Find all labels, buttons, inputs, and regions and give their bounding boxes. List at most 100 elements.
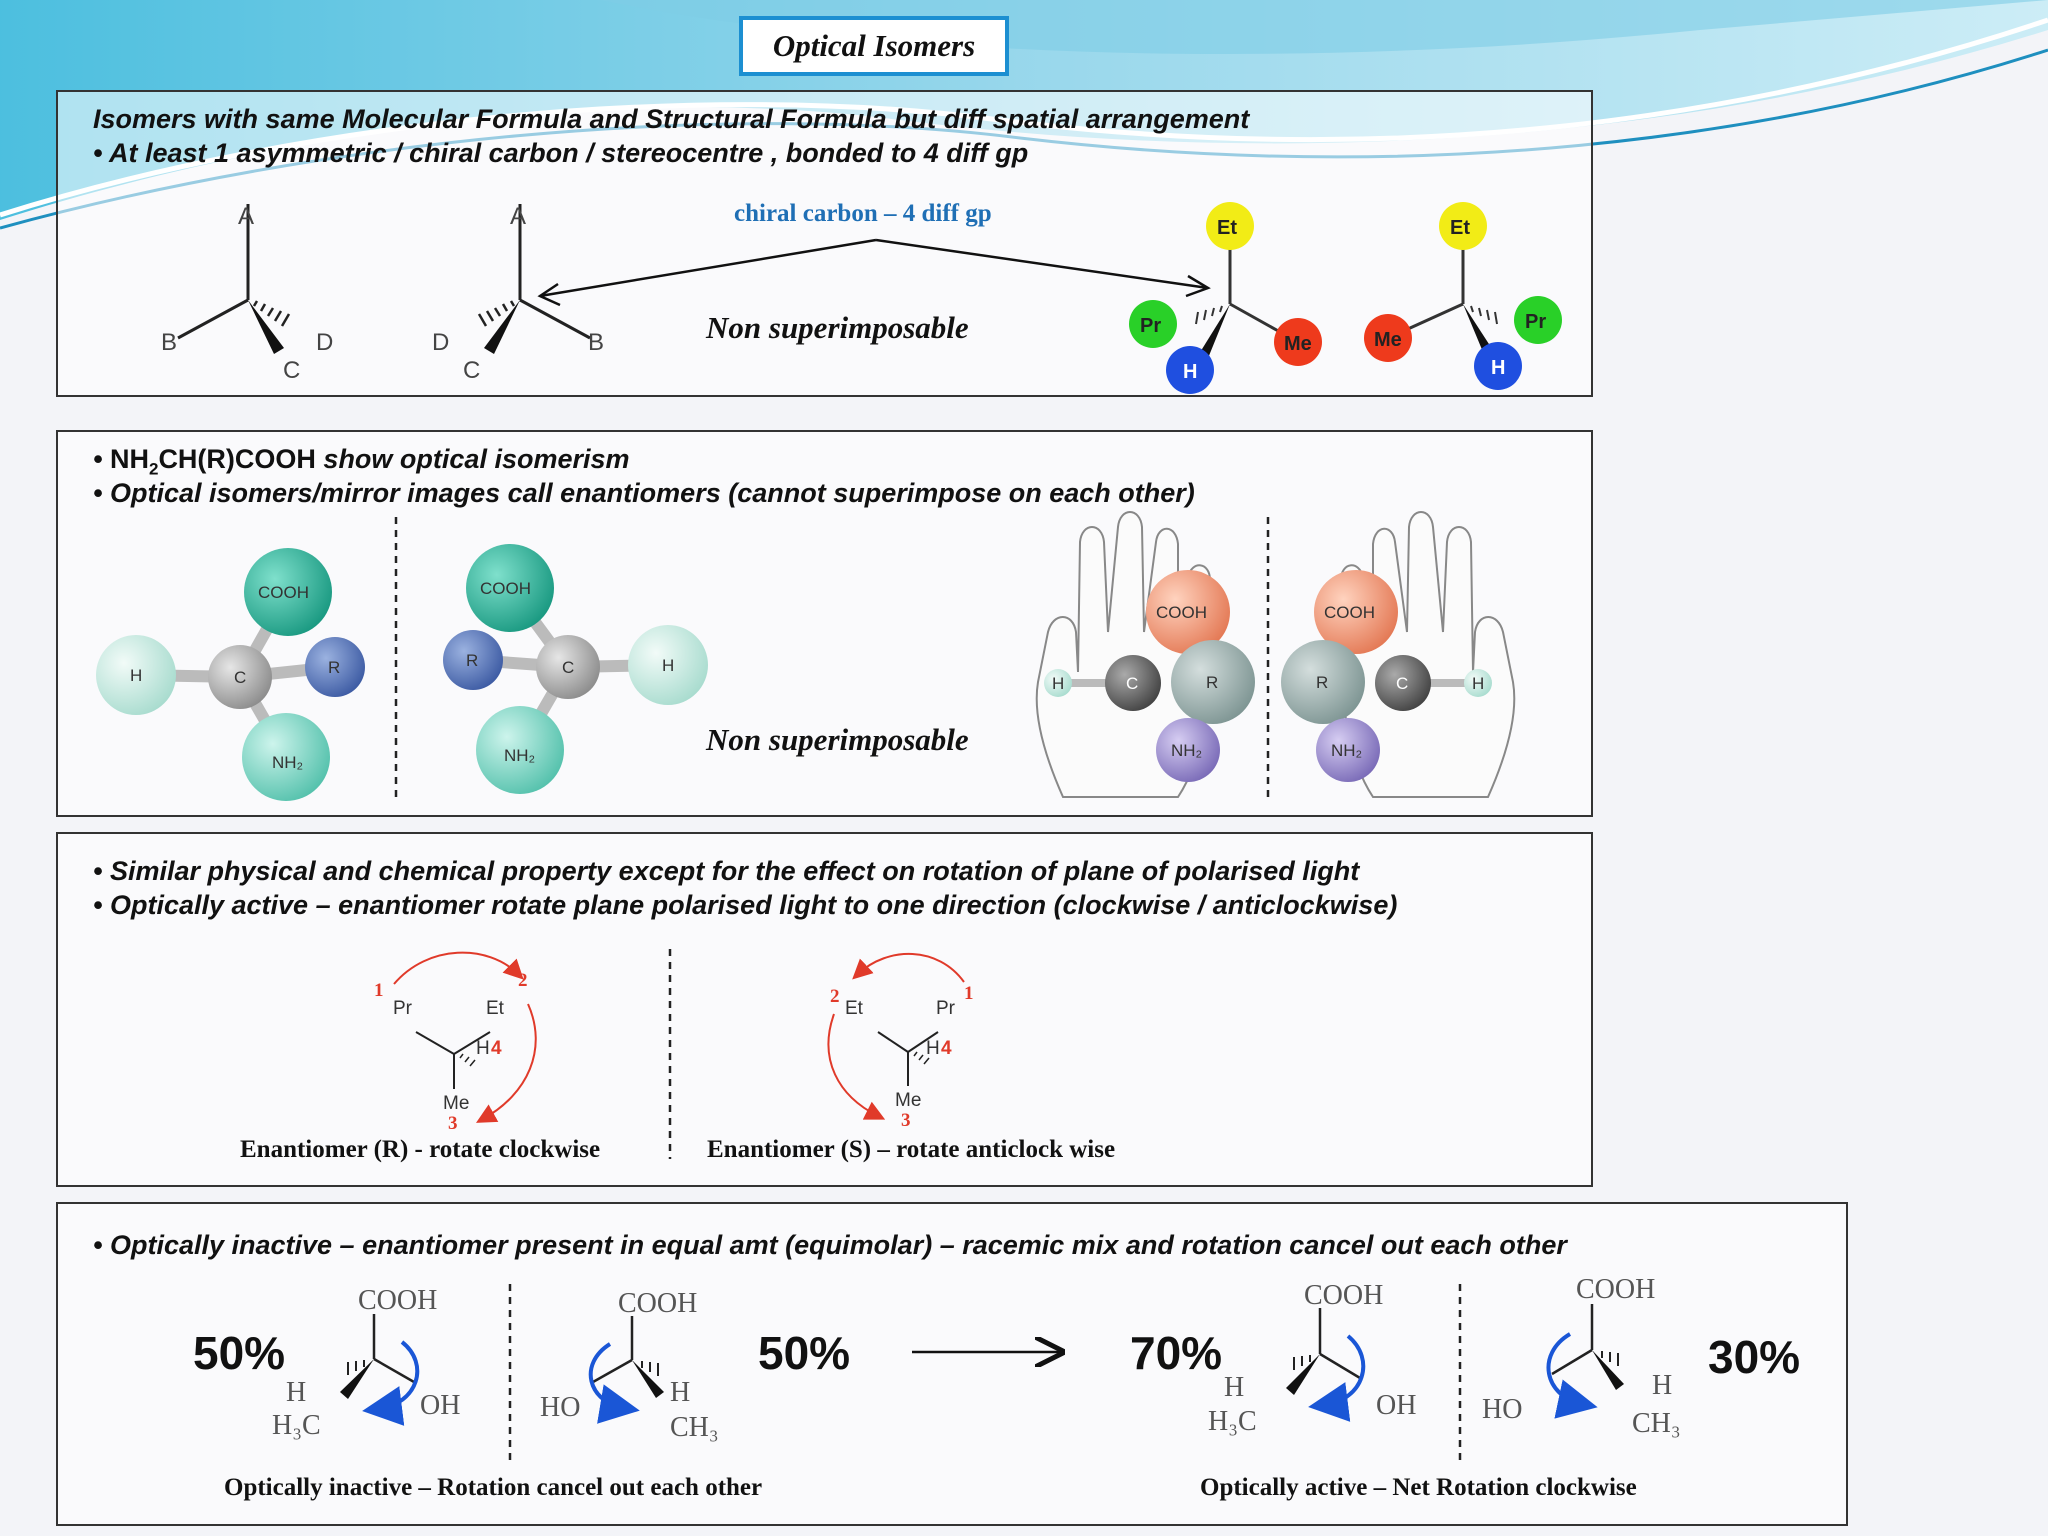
svg-text:COOH: COOH <box>1324 603 1375 622</box>
chiral-carbon-label: chiral carbon – 4 diff gp <box>734 200 992 227</box>
svg-text:R: R <box>1206 673 1218 692</box>
panel2-line2-text: Optical isomers/mirror images call enant… <box>109 478 1195 508</box>
svg-text:B: B <box>161 329 177 356</box>
svg-text:B: B <box>588 329 604 356</box>
svg-text:Et: Et <box>486 998 505 1019</box>
ball-stick-model-1: Et Pr Me H <box>1129 202 1322 394</box>
lactic-acid-structure-1: COOH H H₃C OH <box>272 1285 460 1441</box>
svg-text:NH₂: NH₂ <box>1171 741 1202 760</box>
svg-text:Me: Me <box>1284 333 1312 355</box>
svg-text:H: H <box>1183 361 1197 383</box>
panel4-line1-text: Optically inactive – enantiomer present … <box>109 1230 1567 1260</box>
svg-text:D: D <box>316 329 333 356</box>
svg-text:4: 4 <box>491 1038 502 1059</box>
amino-acid-model-left: COOH H R C NH₂ <box>96 548 365 801</box>
panel2-line1-rest: show optical isomerism <box>315 444 630 474</box>
svg-text:COOH: COOH <box>618 1288 697 1319</box>
svg-text:H: H <box>130 666 142 685</box>
svg-text:Et: Et <box>845 998 864 1019</box>
panel3-line1: • Similar physical and chemical property… <box>93 856 1360 886</box>
panel3-drawing: Pr Et H 4 Me 1 2 3 Et Pr H 4 Me 2 1 3 <box>374 949 974 1159</box>
svg-text:1: 1 <box>374 980 384 1001</box>
label-a: A <box>238 203 254 230</box>
svg-text:C: C <box>1126 674 1138 693</box>
svg-text:4: 4 <box>941 1038 952 1059</box>
svg-text:OH: OH <box>1376 1390 1416 1421</box>
panel1-line1: Isomers with same Molecular Formula and … <box>93 104 1250 134</box>
wedge-structure-right: A B C D <box>432 203 604 384</box>
percent-2: 50% <box>758 1327 851 1379</box>
svg-text:NH₂: NH₂ <box>504 746 535 765</box>
svg-text:2: 2 <box>830 986 840 1007</box>
hand-model-left: COOH H C R NH₂ <box>1035 511 1255 798</box>
svg-text:C: C <box>234 668 246 687</box>
panel1-line2: • At least 1 asymmetric / chiral carbon … <box>93 138 1029 168</box>
svg-text:Pr: Pr <box>1140 315 1161 337</box>
panel4-drawing: COOH H H₃C OH COOH HO H CH₃ COOH H H₃C <box>272 1274 1681 1466</box>
svg-text:3: 3 <box>901 1110 911 1131</box>
panel2-line2: • Optical isomers/mirror images call ena… <box>93 478 1195 508</box>
svg-text:COOH: COOH <box>1304 1280 1383 1311</box>
svg-text:H₃C: H₃C <box>272 1410 321 1441</box>
svg-text:Me: Me <box>1374 329 1402 351</box>
svg-text:R: R <box>328 658 340 677</box>
enantiomer-r-structure: Pr Et H 4 Me 1 2 3 <box>374 951 537 1134</box>
panel3-line2-text: Optically active – enantiomer rotate pla… <box>109 890 1398 920</box>
panel-racemic-mixture: • Optically inactive – enantiomer presen… <box>56 1202 1848 1526</box>
svg-text:H₃C: H₃C <box>1208 1406 1257 1437</box>
caption-racemic: Optically inactive – Rotation cancel out… <box>224 1474 763 1501</box>
svg-text:COOH: COOH <box>258 583 309 602</box>
svg-text:C: C <box>283 357 300 384</box>
svg-text:H: H <box>926 1038 940 1059</box>
svg-text:COOH: COOH <box>358 1285 437 1316</box>
panel-amino-acid-enantiomers: • NH2CH(R)COOH show optical isomerism • … <box>56 430 1593 817</box>
svg-text:Me: Me <box>895 1090 921 1111</box>
svg-text:H: H <box>1491 357 1505 379</box>
percent-3: 70% <box>1130 1327 1223 1379</box>
percent-4: 30% <box>1708 1331 1801 1383</box>
svg-text:Me: Me <box>443 1093 469 1114</box>
svg-text:H: H <box>476 1038 490 1059</box>
panel2-drawing: COOH H R C NH₂ COOH H R C NH₂ <box>96 511 1516 801</box>
svg-text:H: H <box>1652 1370 1672 1401</box>
caption-enantiomer-r: Enantiomer (R) - rotate clockwise <box>240 1136 601 1163</box>
svg-text:H: H <box>1472 674 1484 693</box>
panel-optical-activity: • Similar physical and chemical property… <box>56 832 1593 1187</box>
panel-chiral-definition: Isomers with same Molecular Formula and … <box>56 90 1593 397</box>
caption-net-rotation: Optically active – Net Rotation clockwis… <box>1200 1474 1637 1501</box>
non-superimposable-label-1: Non superimposable <box>706 310 969 345</box>
panel1-drawing: A B C D A B C D <box>161 202 1562 394</box>
svg-text:H: H <box>286 1377 306 1408</box>
svg-text:R: R <box>1316 673 1328 692</box>
lactic-acid-structure-3: COOH H H₃C OH <box>1208 1280 1416 1437</box>
svg-text:HO: HO <box>1482 1394 1522 1425</box>
panel4-line1: • Optically inactive – enantiomer presen… <box>93 1230 1567 1260</box>
wedge-structure-left: A B C D <box>161 203 333 384</box>
svg-text:H: H <box>670 1377 690 1408</box>
caption-enantiomer-s: Enantiomer (S) – rotate anticlock wise <box>707 1136 1116 1163</box>
svg-text:CH₃: CH₃ <box>670 1412 719 1443</box>
svg-text:COOH: COOH <box>1156 603 1207 622</box>
svg-text:H: H <box>1224 1372 1244 1403</box>
svg-text:D: D <box>432 329 449 356</box>
svg-text:HO: HO <box>540 1392 580 1423</box>
percent-1: 50% <box>193 1327 286 1379</box>
svg-text:C: C <box>463 357 480 384</box>
panel3-line2: • Optically active – enantiomer rotate p… <box>93 890 1398 920</box>
panel3-line1-text: Similar physical and chemical property e… <box>109 856 1360 886</box>
svg-text:2: 2 <box>518 970 528 991</box>
svg-text:NH₂: NH₂ <box>272 753 303 772</box>
panel1-line2-text: At least 1 asymmetric / chiral carbon / … <box>108 138 1029 168</box>
non-superimposable-label-2: Non superimposable <box>706 722 969 757</box>
lactic-acid-structure-4: COOH HO H CH₃ <box>1482 1274 1681 1439</box>
svg-text:NH₂: NH₂ <box>1331 741 1362 760</box>
chiral-arrows <box>537 238 1211 307</box>
svg-text:C: C <box>562 658 574 677</box>
svg-text:C: C <box>1396 674 1408 693</box>
svg-text:COOH: COOH <box>1576 1274 1655 1305</box>
svg-text:H: H <box>1052 674 1064 693</box>
svg-text:CH₃: CH₃ <box>1632 1408 1681 1439</box>
ball-stick-model-2: Et Pr Me H <box>1364 202 1562 390</box>
svg-text:H: H <box>662 656 674 675</box>
hand-model-right: COOH H C R NH₂ <box>1281 511 1516 798</box>
